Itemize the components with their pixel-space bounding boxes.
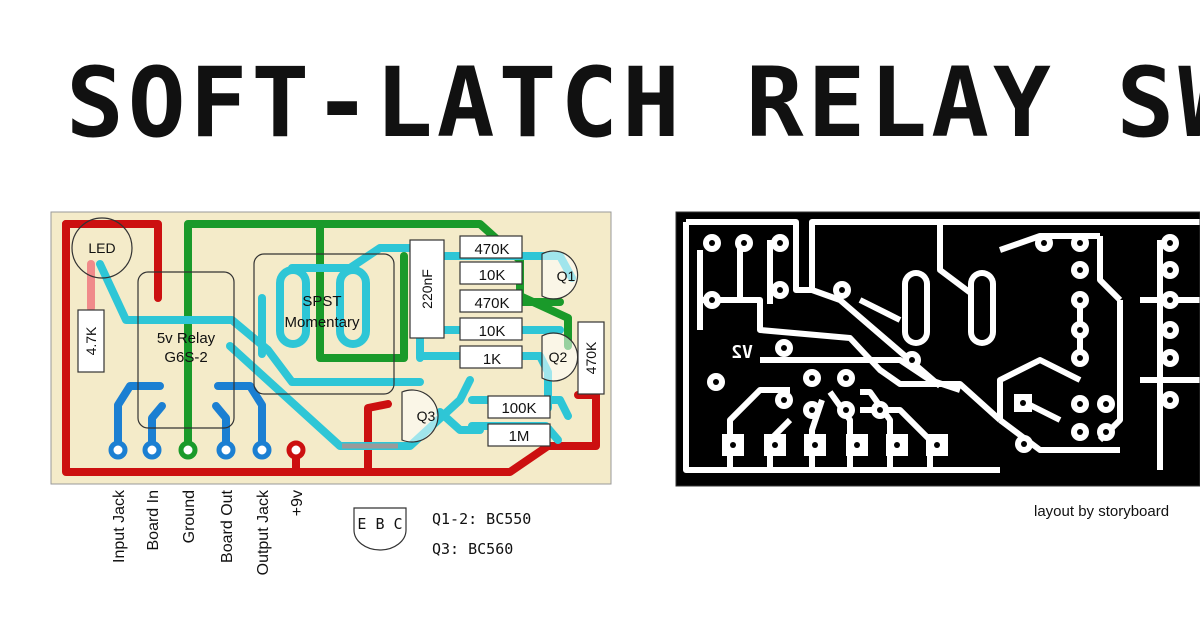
- relay-label-2: G6S-2: [164, 349, 207, 366]
- resistor-r2-label: 10K: [479, 267, 506, 284]
- resistor-r3-label: 470K: [474, 295, 509, 312]
- led-outline: [71, 217, 133, 279]
- transistor-q2-label: Q2: [549, 349, 568, 365]
- terminal-pads: [108, 440, 306, 460]
- pcb-mark: V2: [731, 342, 753, 363]
- capacitor-220nf: [409, 239, 445, 339]
- layout-credit: layout by storyboard: [1034, 503, 1169, 520]
- terminal-label-board-out: Board Out: [219, 489, 236, 562]
- pcb-artwork: V2: [676, 212, 1200, 486]
- transistor-q3-label: Q3: [417, 408, 436, 424]
- resistor-470k-right: [577, 321, 605, 395]
- switch-label-2: Momentary: [284, 314, 360, 331]
- terminal-label-9v: +9v: [289, 490, 306, 516]
- relay-legs: [114, 382, 266, 450]
- switch-pad-left: [276, 266, 310, 348]
- resistor-100k-label: 100K: [501, 400, 536, 417]
- resistor-r4-label: 10K: [479, 323, 506, 340]
- switch-pad-right: [336, 266, 370, 348]
- transistor-pinout-label: E B C: [357, 515, 402, 533]
- transistor-pinout-symbol: [353, 507, 407, 551]
- resistor-stack: [459, 235, 523, 369]
- resistor-r5-label: 1K: [483, 351, 501, 368]
- resistor-1m-label: 1M: [509, 428, 530, 445]
- pcb-frame: [675, 211, 1200, 487]
- transistor-q1-label: Q1: [557, 268, 576, 284]
- switch-outline: [253, 253, 395, 395]
- terminal-label-ground: Ground: [181, 490, 198, 543]
- terminal-label-output-jack: Output Jack: [255, 489, 272, 575]
- resistor-4k7-label: 4.7K: [83, 326, 99, 355]
- capacitor-label: 220nF: [419, 269, 435, 309]
- switch-label-1: SPST: [302, 293, 341, 310]
- resistor-4k7: [77, 309, 105, 373]
- component-layout: LED 4.7K 5v Relay G6S-2 SPST Momentary 2…: [50, 211, 612, 485]
- resistor-1m: [487, 423, 551, 447]
- terminal-labels: Input Jack Board In Ground Board Out Out…: [111, 489, 306, 575]
- relay-label-1: 5v Relay: [157, 330, 216, 347]
- transistor-note-1: Q1-2: BC550: [432, 510, 531, 528]
- relay-outline: [137, 271, 235, 429]
- resistor-470k-right-label: 470K: [583, 341, 599, 374]
- terminal-label-board-in: Board In: [145, 490, 162, 550]
- transistor-note-2: Q3: BC560: [432, 540, 513, 558]
- page-title: SOFT-LATCH RELAY SWITCHING: [66, 47, 1200, 159]
- led-label: LED: [88, 240, 115, 256]
- resistor-r1-label: 470K: [474, 241, 509, 258]
- transistor-q3: [401, 389, 439, 443]
- transistor-q1: [541, 250, 579, 300]
- terminal-label-input-jack: Input Jack: [111, 489, 128, 563]
- resistor-100k: [487, 395, 551, 419]
